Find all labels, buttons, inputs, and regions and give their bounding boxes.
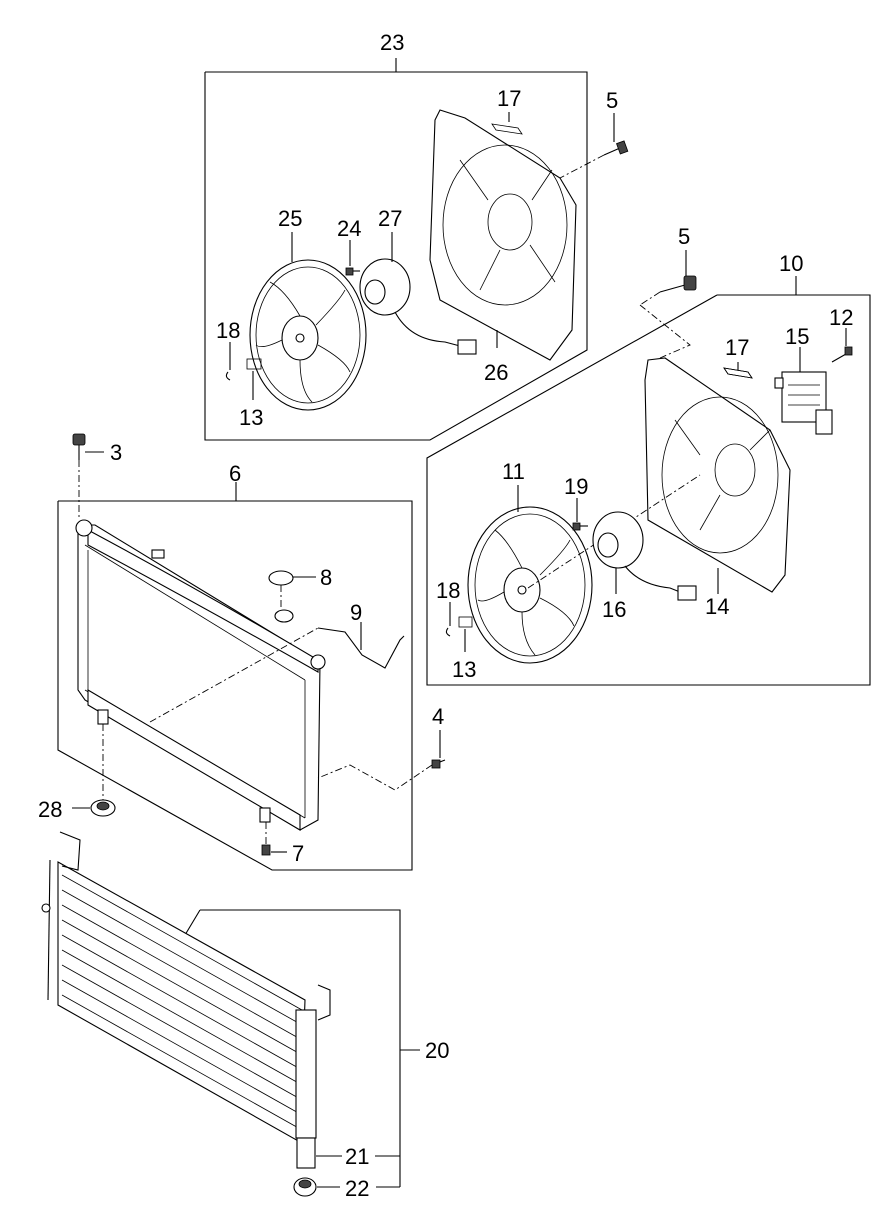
callout-16: 16 bbox=[602, 597, 626, 622]
fan-blade-11 bbox=[467, 506, 593, 664]
plug-22 bbox=[293, 1177, 317, 1197]
fan-motor-16 bbox=[592, 511, 697, 601]
fan-shroud-26 bbox=[429, 109, 577, 361]
callout-13-lower: 13 bbox=[452, 657, 476, 682]
callout-4: 4 bbox=[432, 704, 444, 729]
group-6-frame bbox=[57, 500, 413, 871]
callout-25: 25 bbox=[278, 206, 302, 231]
fan-blade-25 bbox=[249, 259, 367, 411]
fan-motor-27 bbox=[359, 258, 477, 355]
callout-12: 12 bbox=[829, 305, 853, 330]
callout-11: 11 bbox=[502, 459, 525, 484]
group-10-frame bbox=[426, 294, 871, 686]
callout-17-upper: 17 bbox=[497, 86, 521, 111]
drain-plug-28 bbox=[90, 724, 116, 817]
screw-19 bbox=[572, 522, 588, 531]
callout-15: 15 bbox=[785, 324, 809, 349]
callout-8: 8 bbox=[320, 565, 332, 590]
label-17-lower bbox=[723, 367, 753, 379]
screw-12 bbox=[831, 346, 853, 363]
callout-18-lower: 18 bbox=[436, 578, 460, 603]
callout-21: 21 bbox=[345, 1144, 369, 1169]
axis-fan-11 bbox=[527, 474, 701, 589]
bolt-7 bbox=[261, 822, 271, 856]
overflow-hose-9 bbox=[317, 627, 405, 669]
callout-24: 24 bbox=[337, 216, 361, 241]
callout-17-lower: 17 bbox=[725, 335, 749, 360]
bolt-5-upper bbox=[559, 140, 629, 179]
callout-5-lower: 5 bbox=[678, 224, 690, 249]
group-23-frame bbox=[204, 71, 588, 441]
condenser-group-20: 20 21 22 bbox=[41, 831, 449, 1201]
fan-resistor-15 bbox=[774, 371, 833, 435]
callout-7: 7 bbox=[292, 841, 304, 866]
label-13-lower bbox=[458, 616, 473, 628]
callout-9: 9 bbox=[350, 600, 362, 625]
clip-18-upper bbox=[225, 371, 231, 381]
callout-22: 22 bbox=[345, 1176, 369, 1201]
leader-20-top bbox=[184, 909, 201, 936]
callout-19: 19 bbox=[564, 474, 588, 499]
callout-6: 6 bbox=[229, 461, 241, 486]
callout-28: 28 bbox=[38, 797, 62, 822]
receiver-dryer-21 bbox=[295, 1009, 317, 1169]
callout-23: 23 bbox=[380, 30, 404, 55]
callout-5-upper: 5 bbox=[606, 88, 618, 113]
radiator-core bbox=[75, 519, 326, 831]
radiator-cap-8 bbox=[268, 570, 294, 623]
condenser-core bbox=[41, 831, 331, 1143]
callout-18-upper: 18 bbox=[216, 318, 240, 343]
bolt-3 bbox=[72, 433, 86, 520]
axis-radiator bbox=[149, 627, 319, 723]
radiator-group-6: 3 6 8 9 4 28 7 bbox=[38, 433, 446, 871]
label-13-upper bbox=[246, 358, 262, 370]
group-20-frame bbox=[200, 909, 401, 1187]
callout-13-upper: 13 bbox=[239, 405, 263, 430]
clip-18-lower bbox=[445, 627, 451, 637]
screw-24 bbox=[345, 267, 360, 276]
fan-assembly-10-group: 10 5 12 17 15 11 19 18 16 14 13 bbox=[426, 224, 871, 686]
fan-shroud-14 bbox=[644, 357, 791, 593]
bolt-4 bbox=[317, 759, 446, 791]
callout-20: 20 bbox=[425, 1038, 449, 1063]
callout-3: 3 bbox=[110, 440, 122, 465]
bolt-5-lower bbox=[639, 275, 697, 359]
callout-10: 10 bbox=[779, 251, 803, 276]
callout-26: 26 bbox=[484, 360, 508, 385]
callout-27: 27 bbox=[378, 206, 402, 231]
fan-assembly-23-group: 23 17 5 25 24 27 18 13 26 bbox=[204, 30, 629, 441]
callout-14: 14 bbox=[705, 594, 729, 619]
